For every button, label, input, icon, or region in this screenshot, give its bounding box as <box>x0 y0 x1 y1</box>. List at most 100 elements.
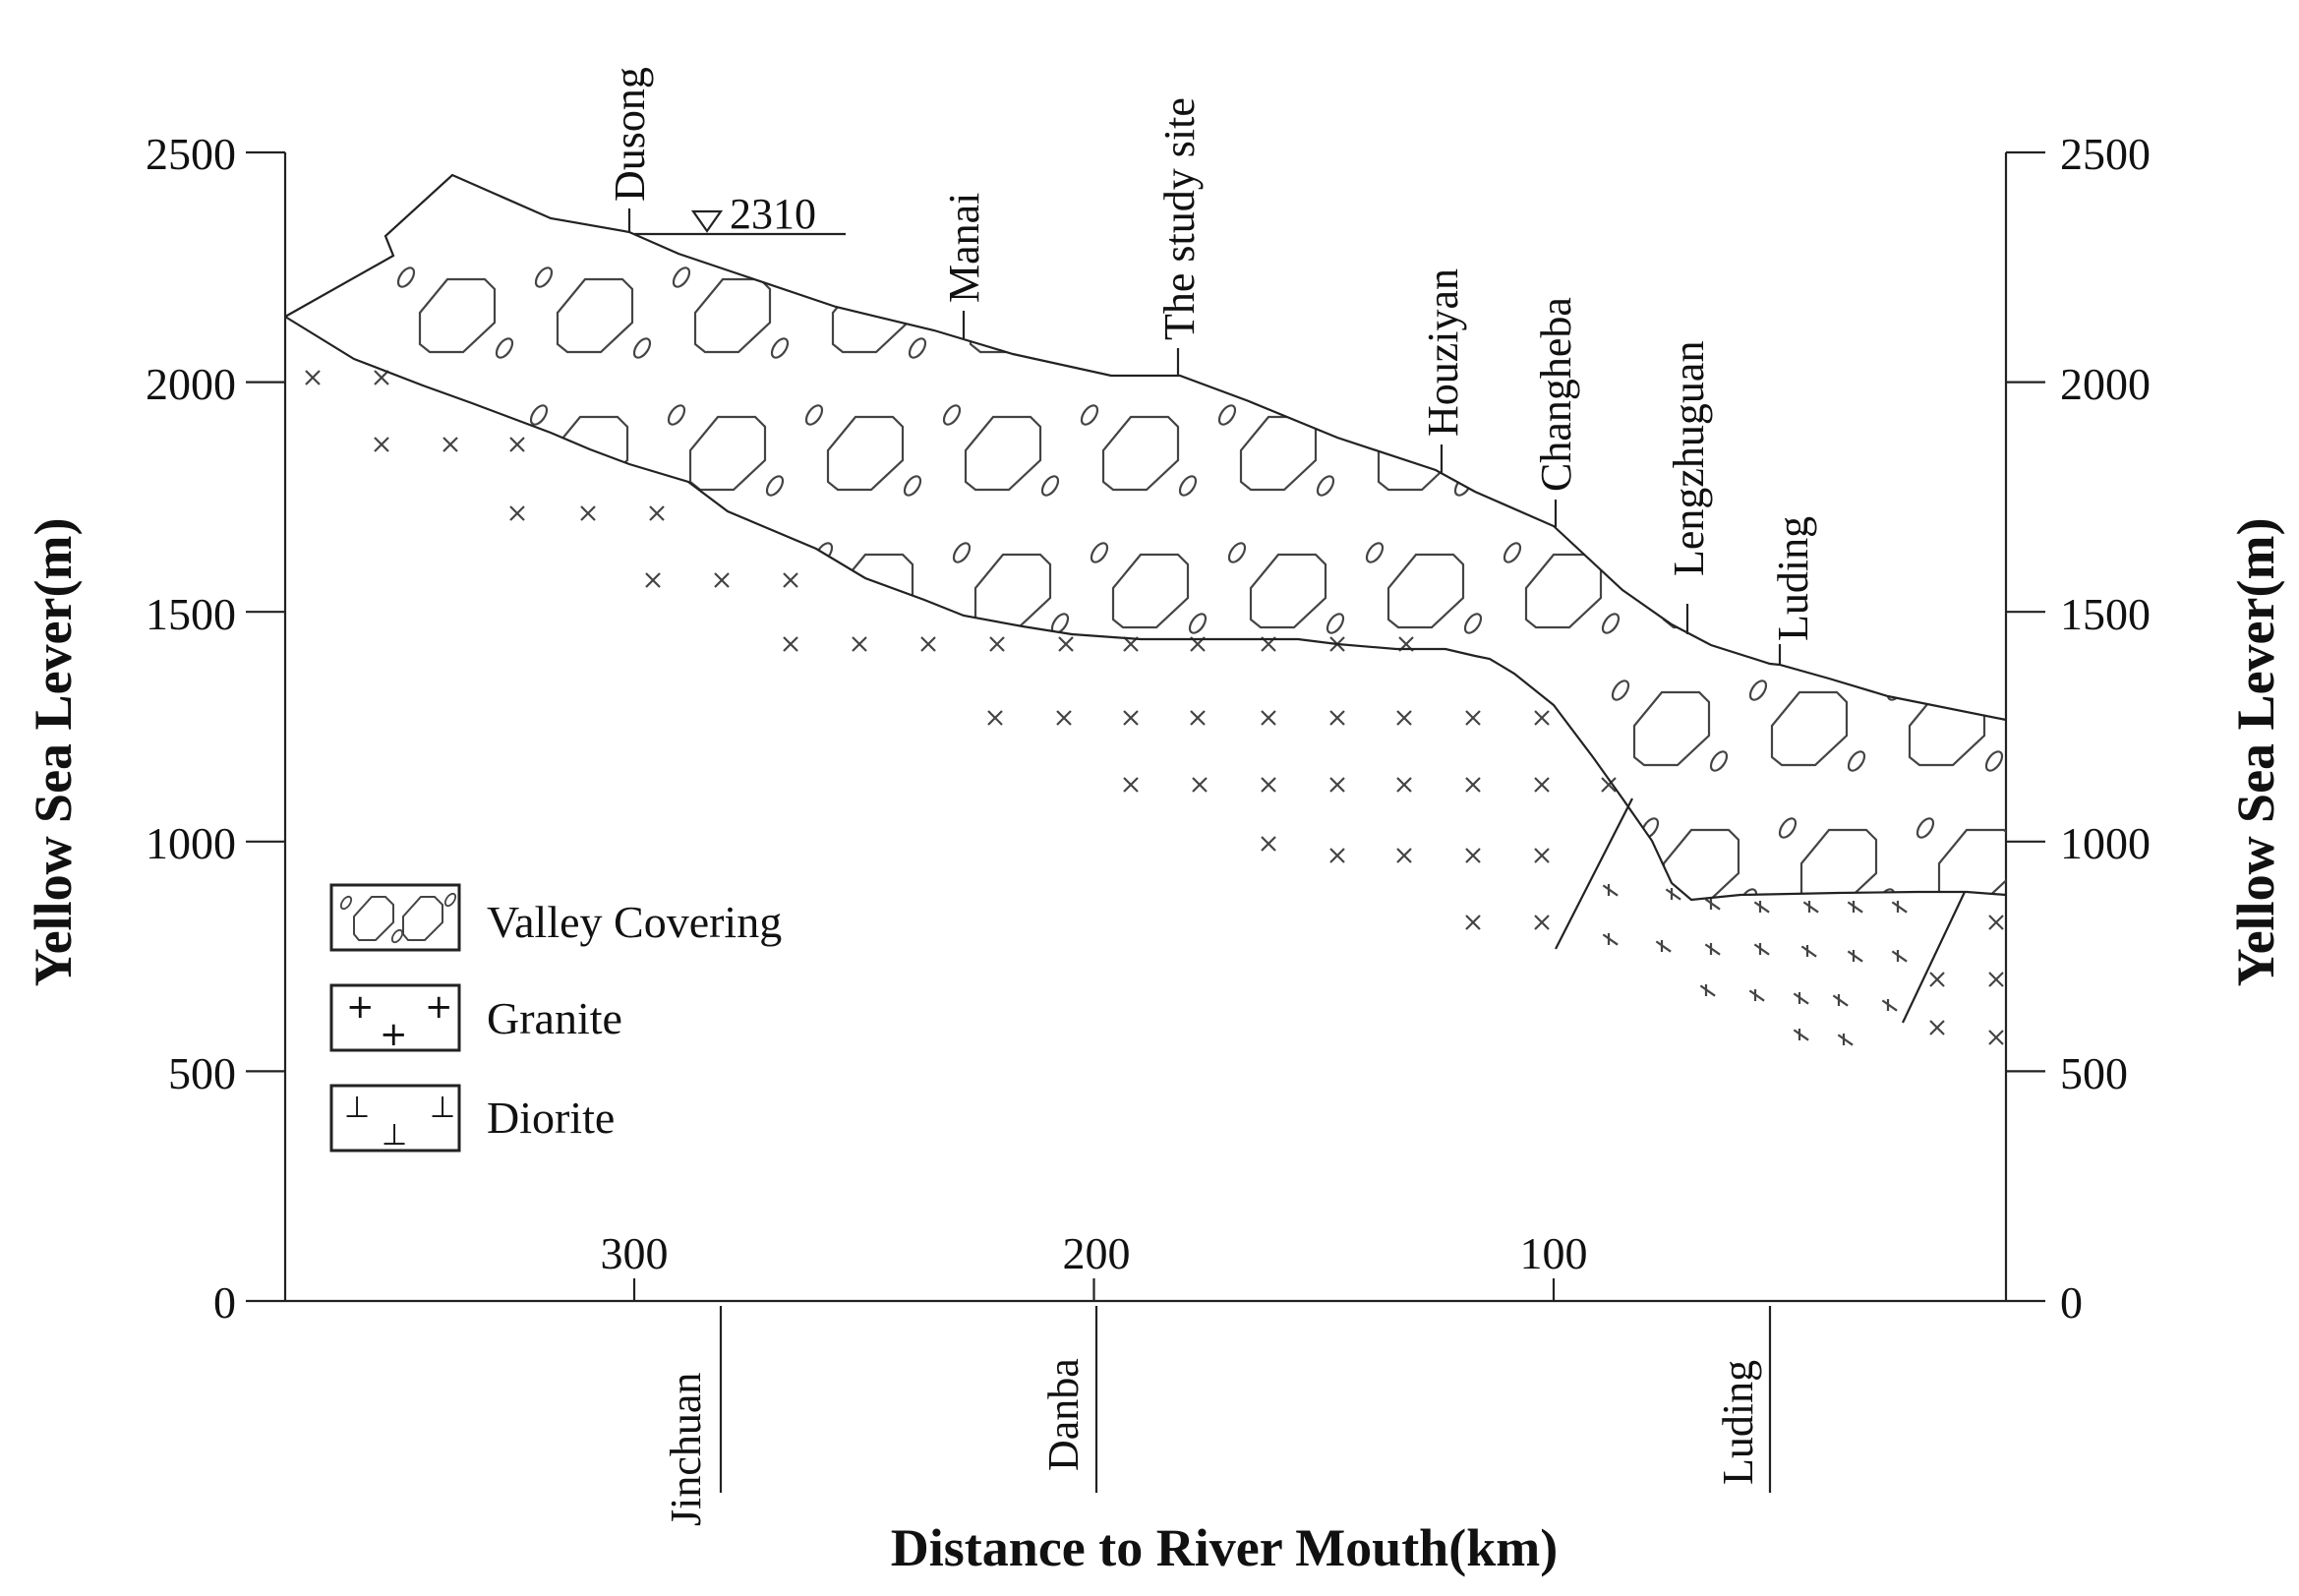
valley-covering-pebble <box>1706 747 1732 775</box>
valley-covering-pebble <box>2013 612 2034 636</box>
legend-label-granite: Granite <box>487 993 622 1043</box>
valley-covering-pebble <box>1214 401 1240 429</box>
diorite-mark <box>1699 982 1717 998</box>
up-tack-icon: ⊥ <box>344 1091 370 1125</box>
granite-mark <box>1533 914 1551 931</box>
granite-mark <box>782 635 799 653</box>
valley-covering-pebble <box>1352 401 1378 429</box>
granite-mark <box>1464 914 1482 931</box>
granite-mark <box>1055 709 1073 727</box>
granite-mark <box>373 369 390 386</box>
valley-covering-block <box>693 277 772 354</box>
valley-covering-block <box>1244 277 1323 354</box>
left-y-ticks <box>246 150 285 1303</box>
valley-covering-pebble <box>1627 401 1653 429</box>
granite-mark <box>1987 971 2005 988</box>
right-y-ticks <box>2006 150 2045 1303</box>
granite-mark <box>1122 709 1140 727</box>
y-tick-label-1500-left: 1500 <box>146 589 236 639</box>
y-tick-label-2500-left: 2500 <box>146 129 236 179</box>
valley-covering-pebble <box>1868 334 1894 362</box>
valley-covering-pebble <box>939 401 965 429</box>
valley-covering-pebble <box>526 401 552 429</box>
ground-surface-line <box>284 173 2007 722</box>
valley-covering-pebble <box>1082 264 1107 291</box>
valley-covering-pebble <box>1913 814 1938 842</box>
valley-covering-block <box>1524 553 1603 629</box>
valley-covering-pebble <box>1981 747 2006 775</box>
granite-mark <box>1464 776 1482 794</box>
diorite-mark <box>1704 941 1722 957</box>
bottom-site-labels: Jinchuan Danba Luding <box>662 1306 1772 1526</box>
valley-covering-pebble <box>393 264 419 291</box>
granite-mark <box>1191 776 1208 794</box>
granite-mark <box>1328 709 1346 727</box>
valley-covering-pebble <box>910 610 935 637</box>
valley-covering-block <box>1927 415 2006 492</box>
diorite-mark <box>1748 987 1766 1003</box>
valley-covering-pebble <box>1913 539 1938 566</box>
site-label-danba: Danba <box>1039 1358 1088 1471</box>
granite-mark <box>988 635 1006 653</box>
y-tick-label-0-left: 0 <box>213 1277 236 1328</box>
legend-label-diorite: Diorite <box>487 1093 615 1143</box>
valley-covering-pebble <box>1490 401 1515 429</box>
granite-mark <box>304 369 322 386</box>
diorite-mark <box>1891 899 1909 915</box>
site-label-luding-top: Luding <box>1769 516 1817 641</box>
valley-covering-block <box>964 415 1042 492</box>
diorite-mark <box>1881 997 1899 1013</box>
valley-covering-pebble <box>1598 610 1623 637</box>
diorite-mark <box>1753 941 1771 957</box>
valley-covering-pebble <box>1037 472 1063 500</box>
granite-mark <box>1533 776 1551 794</box>
granite-mark <box>919 635 937 653</box>
x-ticks <box>632 1278 1556 1301</box>
diorite-mark <box>1655 938 1673 954</box>
valley-covering-pebble <box>1736 885 1761 900</box>
granite-mark <box>648 504 666 522</box>
valley-covering-pebble <box>1765 401 1791 429</box>
site-label-study-site: The study site <box>1155 97 1204 340</box>
valley-covering-pebble <box>905 334 930 362</box>
valley-covering-pebble <box>1775 814 1800 842</box>
y-tick-label-1000-left: 1000 <box>146 818 236 868</box>
y-tick-label-1000-right: 1000 <box>2060 818 2151 868</box>
legend: Valley Covering + + + Granite ⊥ ⊥ ⊥ Dior… <box>329 883 782 1153</box>
valley-covering-block <box>556 277 634 354</box>
site-label-luding-bottom: Luding <box>1714 1360 1762 1485</box>
y-tick-label-1500-right: 1500 <box>2060 589 2151 639</box>
legend-pebble-icon <box>390 928 404 944</box>
valley-covering-pebble <box>1873 885 1899 900</box>
diorite-mark <box>1891 948 1909 964</box>
valley-covering-block <box>1770 690 1849 767</box>
granite-mark <box>1122 776 1140 794</box>
valley-covering-pebble <box>1726 472 1751 500</box>
valley-covering-pebble <box>1185 610 1210 637</box>
valley-covering-block <box>688 415 767 492</box>
legend-item-diorite: ⊥ ⊥ ⊥ Diorite <box>329 1084 615 1153</box>
x-axis-title: Distance to River Mouth(km) <box>891 1518 1558 1577</box>
valley-covering-block <box>551 415 629 492</box>
valley-covering-block <box>973 553 1052 629</box>
valley-covering-pebble <box>1736 610 1761 637</box>
valley-covering-pebble <box>1588 472 1614 500</box>
y-tick-label-2000-right: 2000 <box>2060 359 2151 409</box>
valley-covering-pebble <box>1873 610 1899 637</box>
valley-covering-block <box>1239 415 1318 492</box>
diorite-mark <box>1704 896 1722 912</box>
legend-swatch-granite <box>329 983 461 1052</box>
plus-icon: + <box>346 987 375 1027</box>
granite-mark <box>442 436 459 453</box>
valley-covering-pebble <box>806 264 832 291</box>
valley-covering-pebble <box>1175 472 1201 500</box>
granite-mark <box>644 571 662 589</box>
valley-covering-pebble <box>767 334 793 362</box>
valley-covering-pebble <box>1362 539 1387 566</box>
site-label-houziyan: Houziyan <box>1419 268 1467 437</box>
granite-mark <box>782 571 799 589</box>
granite-mark <box>1928 1019 1946 1036</box>
diorite-mark <box>1753 899 1771 915</box>
granite-mark <box>1987 914 2005 931</box>
